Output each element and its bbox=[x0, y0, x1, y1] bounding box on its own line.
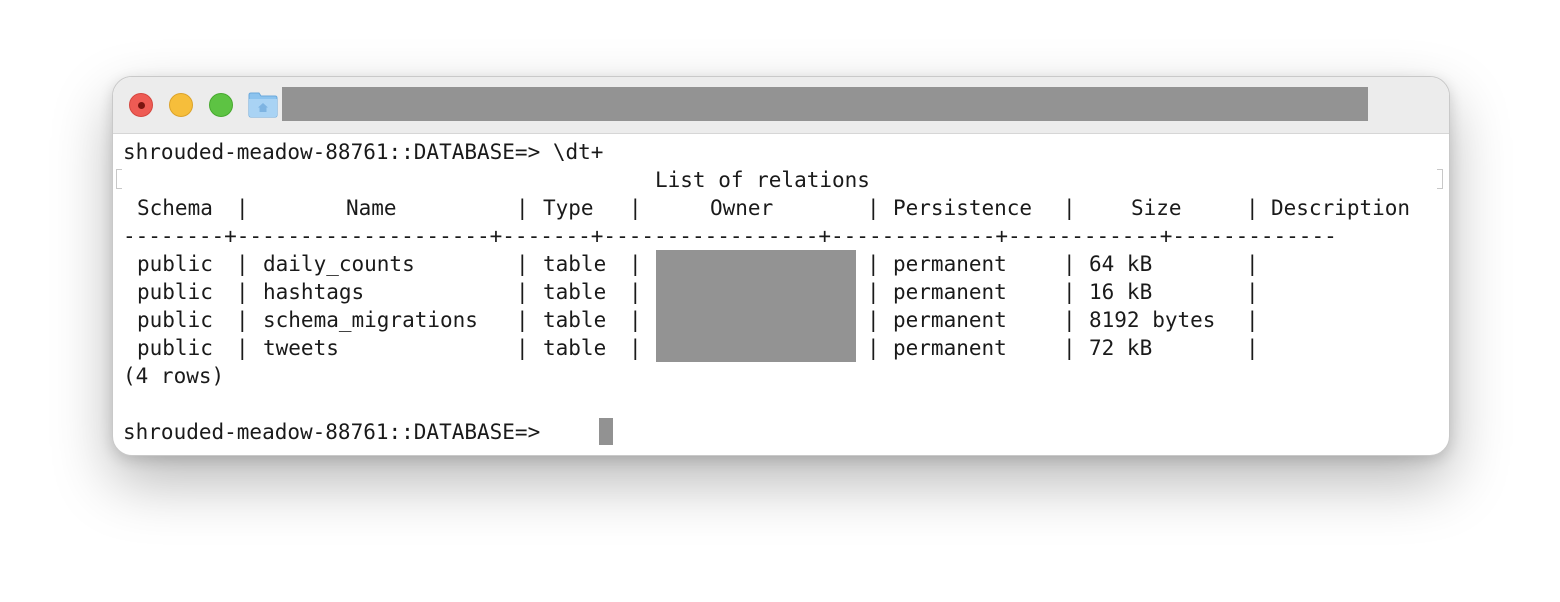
cell-name: schema_migrations bbox=[263, 308, 478, 332]
window-title-redacted bbox=[282, 87, 1368, 121]
column-separator: | bbox=[1063, 252, 1076, 276]
minimize-button[interactable] bbox=[169, 93, 193, 117]
column-separator: | bbox=[1246, 252, 1259, 276]
cell-name: daily_counts bbox=[263, 252, 415, 276]
table-title: List of relations bbox=[655, 168, 870, 192]
owner-redacted bbox=[656, 278, 856, 306]
cell-name: hashtags bbox=[263, 280, 365, 304]
column-separator: | bbox=[516, 308, 529, 332]
column-separator: | bbox=[1063, 308, 1076, 332]
owner-redacted bbox=[656, 306, 856, 334]
zoom-button[interactable] bbox=[209, 93, 233, 117]
owner-redacted bbox=[656, 334, 856, 362]
terminal-content[interactable]: shrouded-meadow-88761::DATABASE=> \dt+ L… bbox=[113, 134, 1449, 455]
right-bracket-marker bbox=[1437, 169, 1443, 189]
header-name: Name bbox=[346, 196, 397, 220]
column-separator: | bbox=[867, 280, 880, 304]
cell-type: table bbox=[543, 280, 607, 304]
title-bar[interactable] bbox=[113, 77, 1449, 134]
column-separator: | bbox=[867, 196, 880, 220]
column-separator: | bbox=[1246, 196, 1259, 220]
header-persistence: Persistence bbox=[893, 196, 1033, 220]
cell-type: table bbox=[543, 336, 607, 360]
cell-schema: public bbox=[137, 252, 213, 276]
column-separator: | bbox=[1246, 336, 1259, 360]
cell-size: 64 kB bbox=[1089, 252, 1153, 276]
cell-persistence: permanent bbox=[893, 336, 1007, 360]
column-separator: | bbox=[867, 308, 880, 332]
header-type: Type bbox=[543, 196, 594, 220]
cell-type: table bbox=[543, 252, 607, 276]
column-separator: | bbox=[629, 252, 642, 276]
column-separator: | bbox=[867, 336, 880, 360]
column-separator: | bbox=[629, 308, 642, 332]
cell-name: tweets bbox=[263, 336, 339, 360]
owner-redacted bbox=[656, 250, 856, 278]
header-schema: Schema bbox=[137, 196, 213, 220]
column-separator: | bbox=[629, 280, 642, 304]
column-separator: | bbox=[867, 252, 880, 276]
header-owner: Owner bbox=[710, 196, 774, 220]
cell-size: 72 kB bbox=[1089, 336, 1153, 360]
column-separator: | bbox=[1246, 308, 1259, 332]
header-divider: --------+--------------------+-------+--… bbox=[123, 224, 1337, 248]
header-description: Description bbox=[1271, 196, 1411, 220]
terminal-window: shrouded-meadow-88761::DATABASE=> \dt+ L… bbox=[112, 76, 1450, 456]
cell-schema: public bbox=[137, 336, 213, 360]
cell-size: 8192 bytes bbox=[1089, 308, 1216, 332]
home-folder-icon bbox=[248, 92, 278, 118]
text-cursor bbox=[599, 418, 613, 445]
cell-size: 16 kB bbox=[1089, 280, 1153, 304]
column-separator: | bbox=[516, 280, 529, 304]
close-icon bbox=[138, 102, 145, 109]
command-line: shrouded-meadow-88761::DATABASE=> \dt+ bbox=[123, 140, 604, 164]
header-size: Size bbox=[1131, 196, 1182, 220]
prompt-line: shrouded-meadow-88761::DATABASE=> bbox=[123, 420, 553, 444]
cell-schema: public bbox=[137, 308, 213, 332]
cell-schema: public bbox=[137, 280, 213, 304]
cell-persistence: permanent bbox=[893, 252, 1007, 276]
column-separator: | bbox=[236, 336, 249, 360]
column-separator: | bbox=[629, 196, 642, 220]
column-separator: | bbox=[236, 196, 249, 220]
column-separator: | bbox=[516, 196, 529, 220]
cell-type: table bbox=[543, 308, 607, 332]
column-separator: | bbox=[1063, 336, 1076, 360]
column-separator: | bbox=[629, 336, 642, 360]
cell-persistence: permanent bbox=[893, 308, 1007, 332]
column-separator: | bbox=[236, 308, 249, 332]
column-separator: | bbox=[1063, 280, 1076, 304]
column-separator: | bbox=[236, 280, 249, 304]
column-separator: | bbox=[516, 252, 529, 276]
cell-persistence: permanent bbox=[893, 280, 1007, 304]
row-count: (4 rows) bbox=[123, 364, 225, 388]
column-separator: | bbox=[1063, 196, 1076, 220]
column-separator: | bbox=[236, 252, 249, 276]
close-button[interactable] bbox=[129, 93, 153, 117]
column-separator: | bbox=[1246, 280, 1259, 304]
column-separator: | bbox=[516, 336, 529, 360]
left-bracket-marker bbox=[116, 169, 122, 189]
